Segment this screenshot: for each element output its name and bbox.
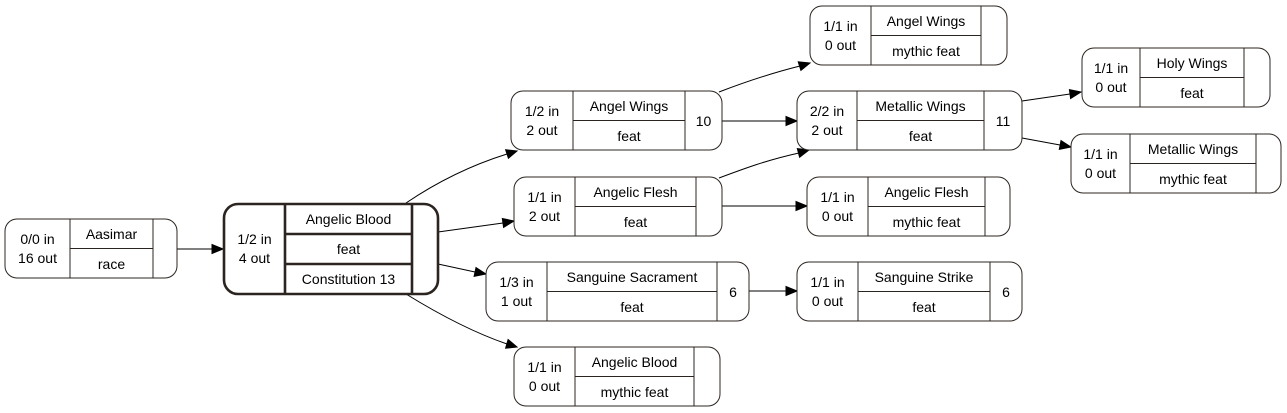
node-angelic-flesh[interactable]: 1/1 in 2 out Angelic Flesh feat [513, 176, 723, 237]
node-type: feat [1180, 85, 1203, 101]
node-type: feat [912, 299, 935, 315]
node-in-count: 1/1 in [1083, 146, 1117, 162]
edge-angelic-flesh-to-angelic-flesh-mythic [722, 200, 809, 212]
node-type: feat [337, 241, 360, 257]
edge-sanguine-sacrament-to-sanguine-strike [749, 285, 799, 297]
node-angelic-blood-mythic[interactable]: 1/1 in 0 out Angelic Blood mythic feat [513, 346, 721, 407]
node-name: Sanguine Strike [875, 269, 974, 285]
node-in-count: 1/1 in [527, 359, 561, 375]
node-out-count: 1 out [501, 293, 532, 309]
node-in-count: 1/1 in [820, 189, 854, 205]
edge-aasimar-to-angelic-blood [177, 243, 225, 255]
edge-metallic-wings-to-holy-wings [1021, 88, 1083, 102]
node-type: feat [620, 299, 643, 315]
node-angel-wings[interactable]: 1/2 in 2 out Angel Wings feat 10 [510, 90, 723, 151]
node-type: feat [617, 128, 640, 144]
node-in-count: 1/3 in [499, 274, 533, 290]
edge-metallic-wings-to-metallic-wings-mythic [1021, 137, 1073, 151]
node-name: Angelic Blood [306, 211, 392, 227]
node-angelic-blood[interactable]: 1/2 in 4 out Angelic Blood feat Constitu… [222, 202, 440, 296]
node-name: Angelic Flesh [593, 184, 677, 200]
node-count: 6 [729, 284, 737, 300]
node-out-count: 0 out [822, 208, 853, 224]
edge-angelic-blood-to-angelic-blood-mythic [405, 293, 519, 349]
node-angel-wings-mythic[interactable]: 1/1 in 0 out Angel Wings mythic feat [809, 5, 1008, 66]
node-count: 11 [996, 113, 1011, 129]
node-out-count: 2 out [529, 208, 560, 224]
node-in-count: 1/1 in [823, 18, 857, 34]
node-out-count: 16 out [18, 250, 57, 266]
node-out-count: 0 out [825, 37, 856, 53]
node-name: Angelic Blood [592, 354, 678, 370]
node-in-count: 0/0 in [20, 231, 54, 247]
node-out-count: 2 out [526, 122, 557, 138]
node-name: Angel Wings [887, 13, 966, 29]
node-name: Sanguine Sacrament [567, 269, 698, 285]
node-out-count: 0 out [812, 293, 843, 309]
node-type: feat [909, 128, 932, 144]
node-out-count: 0 out [529, 378, 560, 394]
node-metallic-wings[interactable]: 2/2 in 2 out Metallic Wings feat 11 [796, 90, 1023, 151]
node-type: feat [624, 214, 647, 230]
node-type: mythic feat [601, 384, 669, 400]
edge-angelic-flesh-to-metallic-wings [718, 148, 811, 179]
node-name: Holy Wings [1157, 55, 1228, 71]
node-out-count: 0 out [1095, 79, 1126, 95]
node-in-count: 2/2 in [810, 103, 844, 119]
node-out-count: 2 out [811, 122, 842, 138]
edge-angel-wings-to-metallic-wings [722, 115, 799, 127]
edge-angelic-blood-to-sanguine-sacrament [437, 263, 488, 278]
edge-angelic-blood-to-angelic-flesh [437, 217, 516, 233]
node-sanguine-strike[interactable]: 1/1 in 0 out Sanguine Strike feat 6 [796, 261, 1023, 322]
node-type: mythic feat [893, 214, 961, 230]
node-in-count: 1/1 in [810, 274, 844, 290]
node-out-count: 0 out [1085, 165, 1116, 181]
node-name: Metallic Wings [1148, 141, 1238, 157]
node-name: Aasimar [86, 226, 138, 242]
node-type: mythic feat [892, 43, 960, 59]
node-metallic-wings-mythic[interactable]: 1/1 in 0 out Metallic Wings mythic feat [1070, 133, 1282, 194]
node-in-count: 1/1 in [527, 189, 561, 205]
node-count: 6 [1002, 284, 1010, 300]
node-type: race [98, 256, 125, 272]
node-name: Metallic Wings [875, 98, 965, 114]
edge-angel-wings-to-angel-wings-mythic [718, 61, 812, 93]
node-sanguine-sacrament[interactable]: 1/3 in 1 out Sanguine Sacrament feat 6 [485, 261, 750, 322]
node-in-count: 1/2 in [525, 103, 559, 119]
node-aasimar[interactable]: 0/0 in 16 out Aasimar race [4, 218, 178, 279]
node-angelic-flesh-mythic[interactable]: 1/1 in 0 out Angelic Flesh mythic feat [806, 176, 1011, 237]
node-holy-wings[interactable]: 1/1 in 0 out Holy Wings feat [1081, 47, 1271, 108]
node-in-count: 1/2 in [237, 231, 271, 247]
node-count: 10 [696, 113, 712, 129]
node-in-count: 1/1 in [1094, 60, 1128, 76]
node-name: Angelic Flesh [884, 184, 968, 200]
edge-angelic-blood-to-angel-wings [405, 149, 519, 204]
node-name: Angel Wings [590, 98, 669, 114]
node-prerequisite: Constitution 13 [302, 271, 396, 287]
node-type: mythic feat [1159, 171, 1227, 187]
edges [177, 61, 1083, 349]
node-out-count: 4 out [239, 250, 270, 266]
